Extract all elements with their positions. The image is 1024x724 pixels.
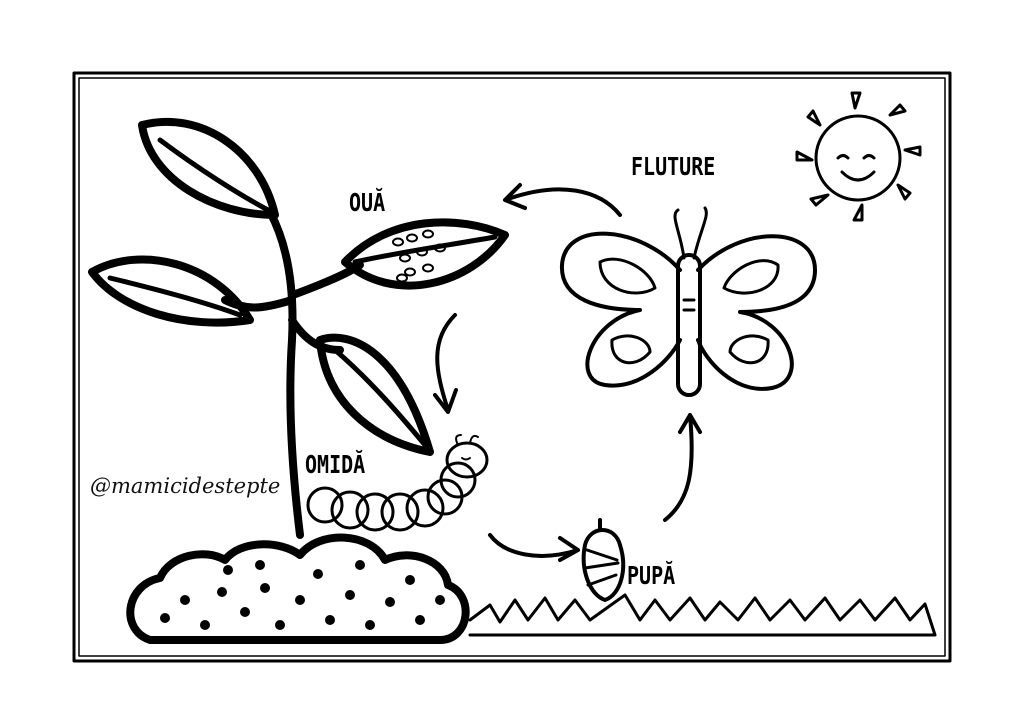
label-eggs: OUĂ xyxy=(349,187,386,217)
pupa xyxy=(581,518,626,602)
arrow-butterfly-to-eggs xyxy=(503,183,622,217)
frame xyxy=(72,71,952,663)
watermark: @mamicidestepte xyxy=(90,474,281,498)
leaf-lower xyxy=(316,333,434,456)
arrow-pupa-to-butterfly xyxy=(663,413,702,522)
cycle-arrows xyxy=(433,183,702,562)
grass xyxy=(468,593,937,637)
butterfly xyxy=(559,206,817,397)
leaf-left xyxy=(88,255,254,327)
sun xyxy=(795,91,922,222)
leaf-eggs xyxy=(341,218,509,290)
eggs xyxy=(392,229,446,283)
caterpillar xyxy=(306,434,489,532)
leaf-top xyxy=(138,117,279,219)
label-butterfly: FLUTURE xyxy=(631,151,716,181)
label-caterpillar: OMIDĂ xyxy=(305,449,366,479)
label-pupa: PUPĂ xyxy=(627,560,676,590)
arrow-eggs-to-caterpillar xyxy=(433,313,458,414)
plant xyxy=(88,117,509,539)
bush xyxy=(126,533,470,644)
arrow-caterpillar-to-pupa xyxy=(488,533,580,562)
